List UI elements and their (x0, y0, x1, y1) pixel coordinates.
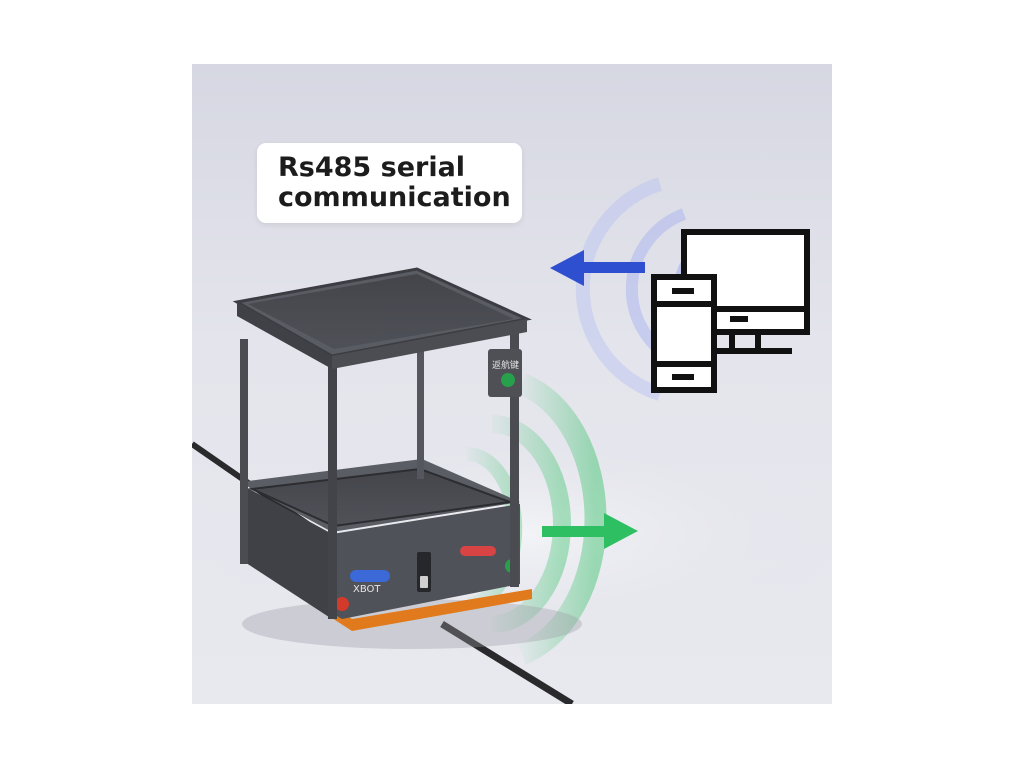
xbot-robot (232, 267, 582, 649)
arrow-left-icon (550, 250, 645, 286)
arrow-right-icon (542, 513, 638, 549)
robot-brand-label: XBOT (353, 584, 381, 595)
callout-label: Rs485 serial communication (257, 143, 522, 223)
monitor-and-phone-icon (651, 229, 810, 393)
product-scene: XBOT 返航键 Rs485 serial communication (192, 64, 832, 704)
callout-line-1: Rs485 serial (278, 152, 466, 183)
callout-line-2: communication (278, 182, 511, 213)
robot-panel-label: 返航键 (492, 359, 519, 371)
scene-illustration: XBOT 返航键 (192, 177, 832, 704)
